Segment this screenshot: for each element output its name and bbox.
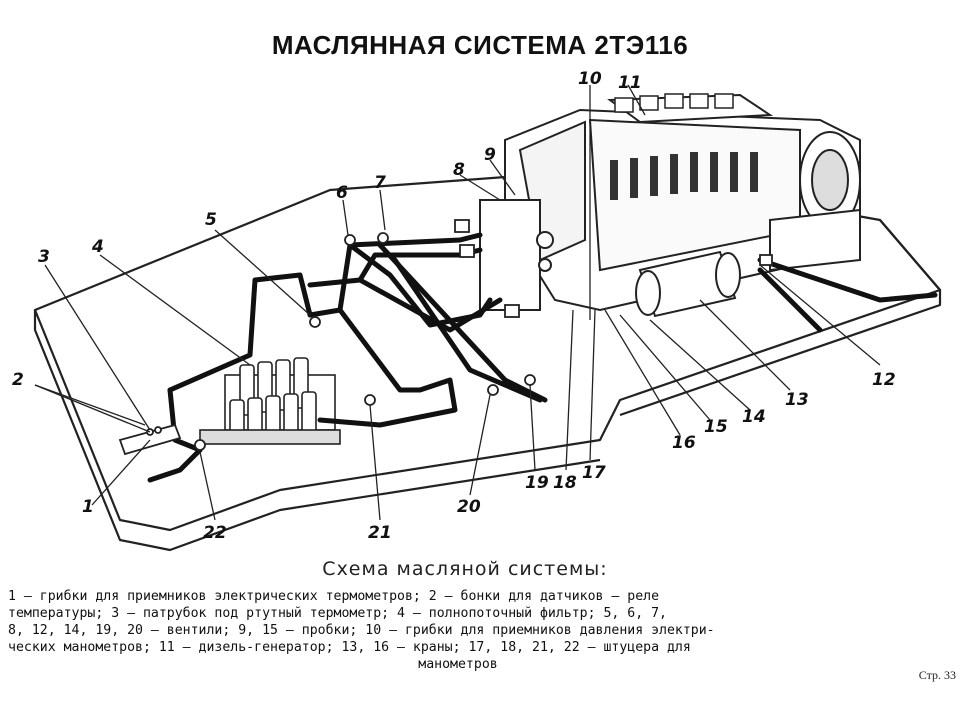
callout-12: 12 <box>872 370 896 390</box>
callout-14: 14 <box>742 407 766 427</box>
caption-line-3: 8, 12, 14, 19, 20 — вентили; 9, 15 — про… <box>8 623 715 638</box>
page-number: Стр. 33 <box>918 668 956 682</box>
callout-18: 18 <box>553 473 577 493</box>
caption-line-2: температуры; 3 — патрубок под ртутный те… <box>8 606 667 621</box>
valves <box>194 219 773 451</box>
caption-line-4: ческих манометров; 11 — дизель-генератор… <box>8 640 691 655</box>
callout-13: 13 <box>785 390 809 410</box>
full-flow-filter <box>199 357 341 445</box>
callout-6: 6 <box>336 183 348 203</box>
callout-2: 2 <box>12 370 24 390</box>
callout-16: 16 <box>672 433 696 453</box>
callout-11: 11 <box>618 73 642 93</box>
caption-heading: Схема масляной системы: <box>322 558 608 580</box>
callout-8: 8 <box>453 160 465 180</box>
caption-line-1: 1 — грибки для приемников электрических … <box>8 589 660 604</box>
callout-4: 4 <box>91 237 104 257</box>
callout-17: 17 <box>582 463 606 483</box>
slide-title: МАСЛЯННАЯ СИСТЕМА 2ТЭ116 <box>271 30 689 60</box>
callout-labels: 1 2 3 4 5 6 7 8 9 10 11 12 13 14 15 16 1… <box>12 69 896 543</box>
callout-9: 9 <box>484 145 496 165</box>
callout-22: 22 <box>203 523 227 543</box>
caption-legend: 1 — грибки для приемников электрических … <box>8 588 908 673</box>
callout-1: 1 <box>82 497 94 517</box>
leader-lines <box>34 84 881 521</box>
callout-21: 21 <box>368 523 392 543</box>
cylinder-unit <box>635 250 741 318</box>
callout-10: 10 <box>578 69 602 89</box>
callout-7: 7 <box>374 173 386 193</box>
callout-15: 15 <box>704 417 728 437</box>
oil-system-diagram: 1 2 3 4 5 6 7 8 9 10 11 12 13 14 15 16 1… <box>12 69 942 552</box>
caption-line-5: манометров <box>418 657 498 672</box>
callout-3: 3 <box>38 247 50 267</box>
callout-20: 20 <box>457 497 481 517</box>
callout-5: 5 <box>205 210 217 230</box>
callout-19: 19 <box>525 473 549 493</box>
